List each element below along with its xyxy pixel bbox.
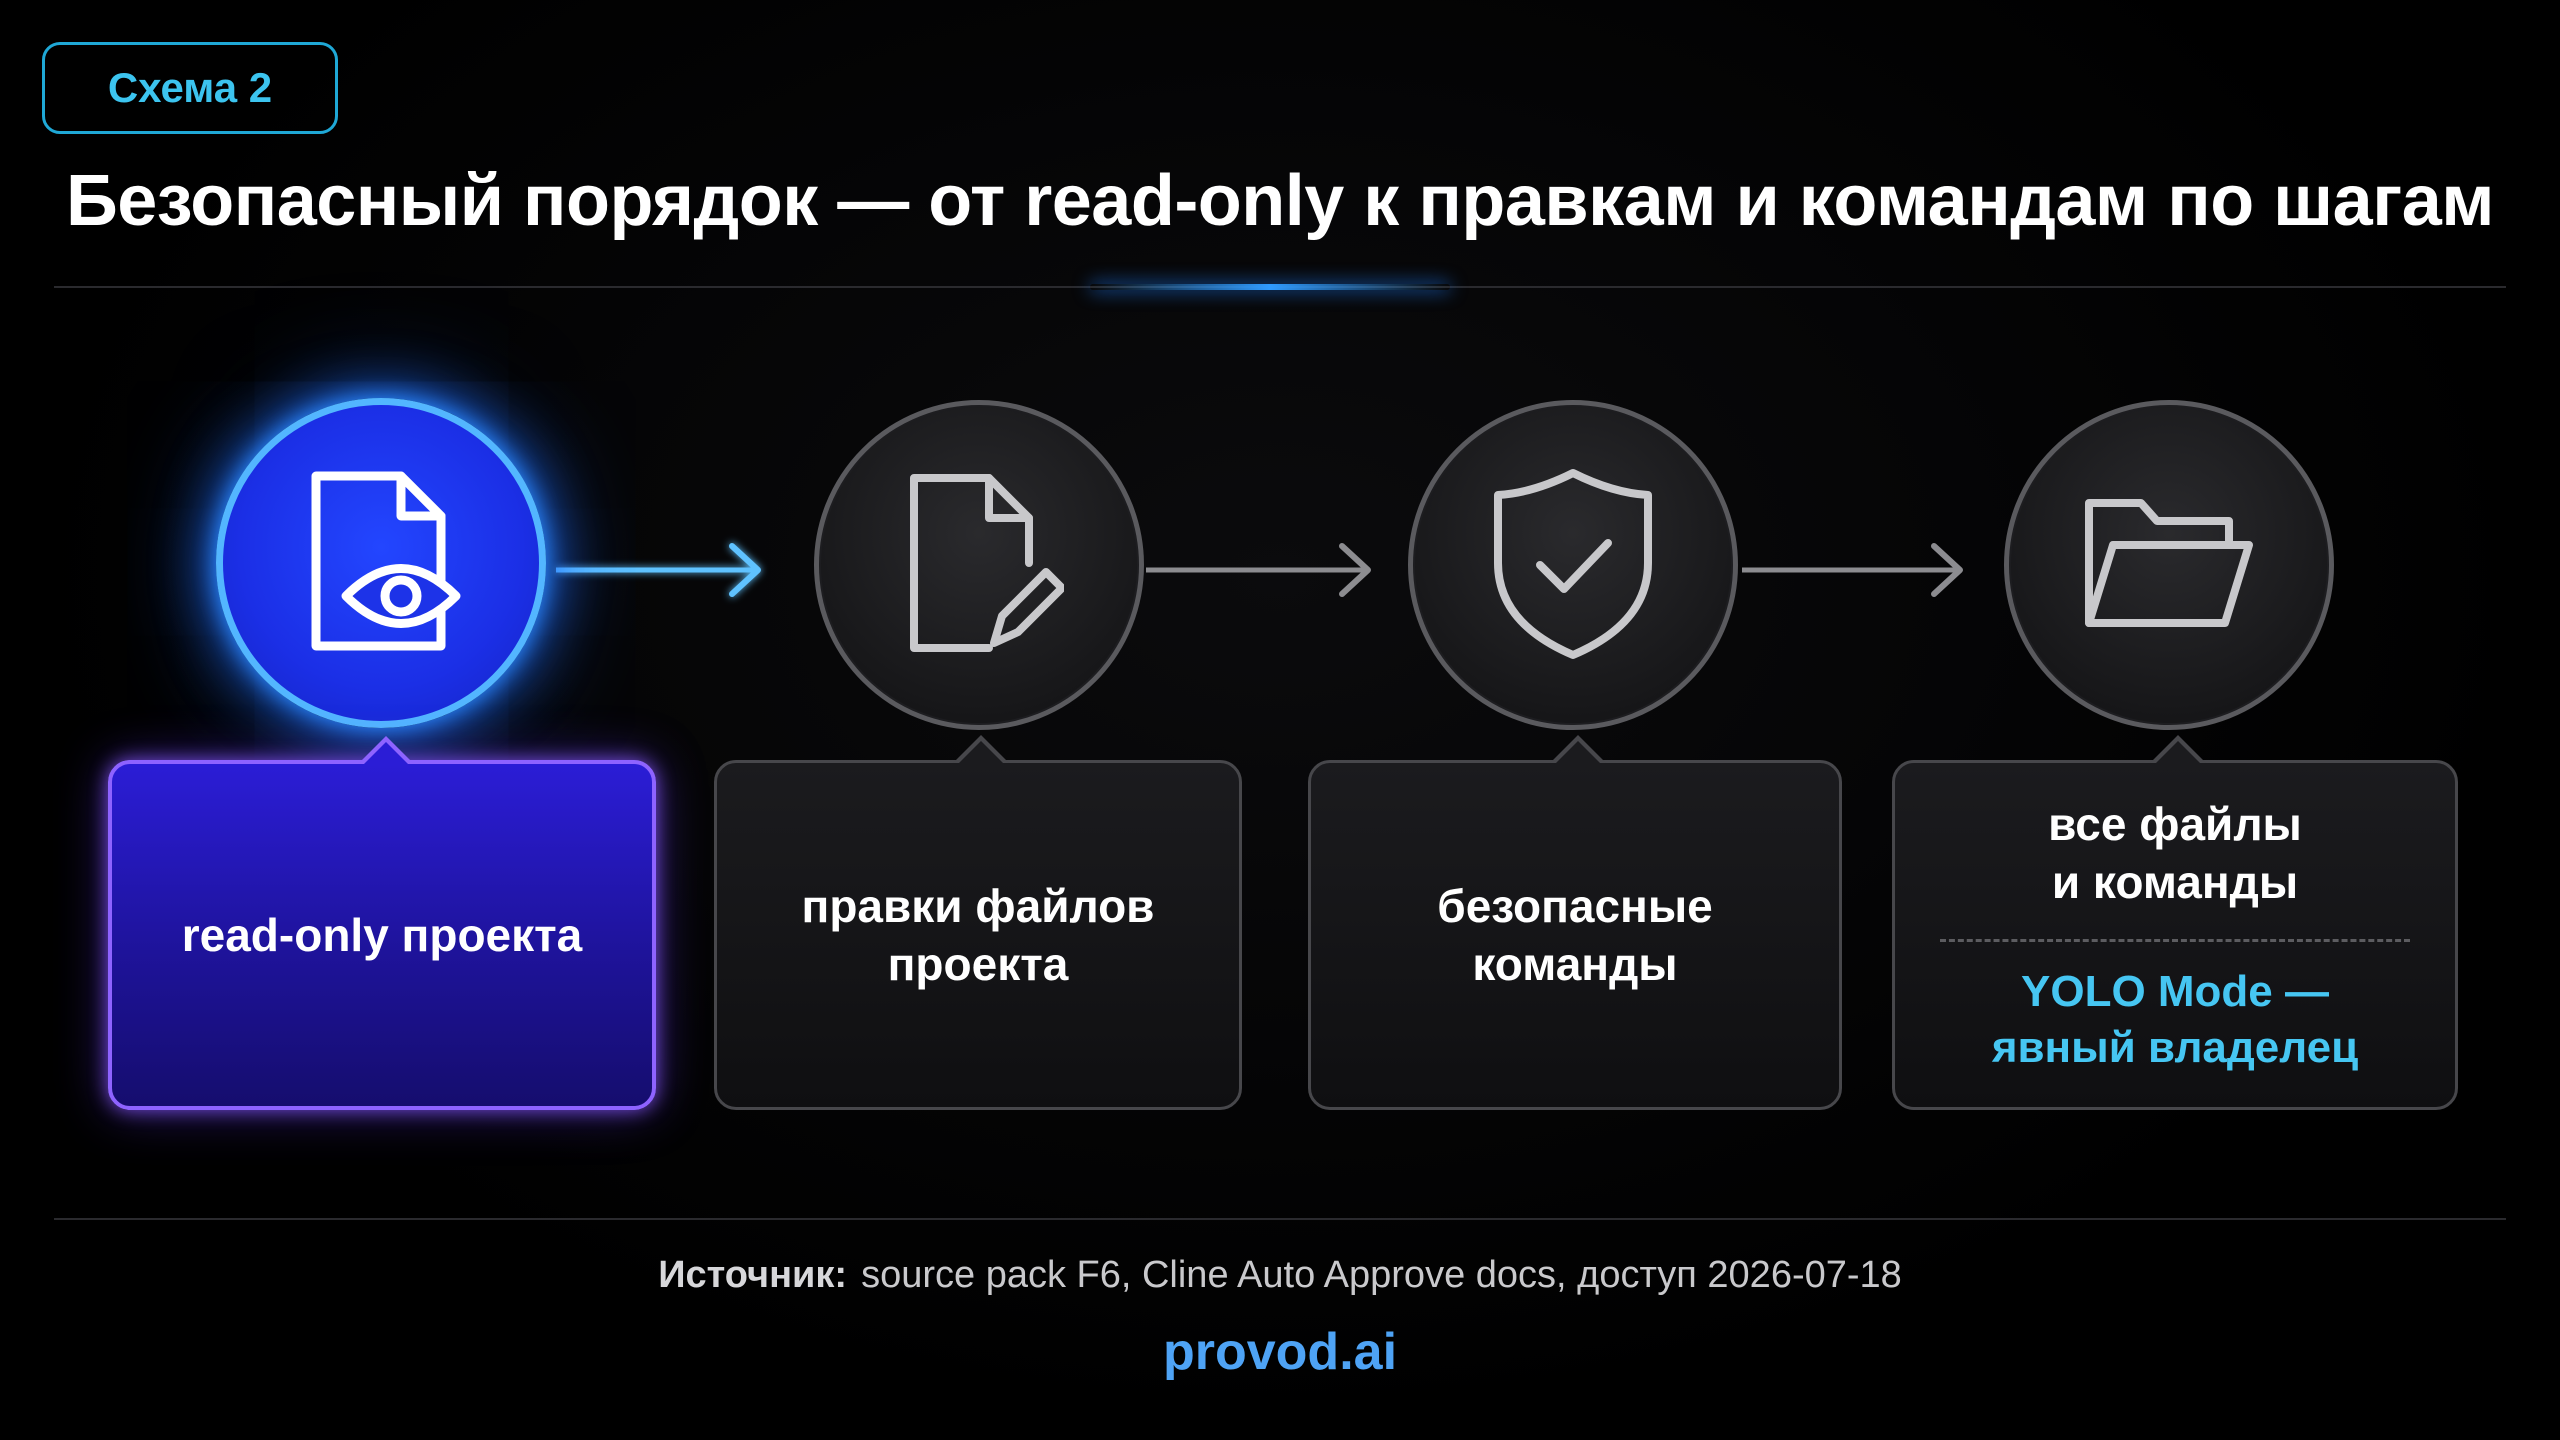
arrow-1 bbox=[556, 543, 761, 597]
step-3-circle bbox=[1408, 400, 1738, 730]
step-4-divider bbox=[1940, 938, 2410, 942]
step-1-box: read-only проекта bbox=[108, 736, 656, 1110]
folder-open-icon bbox=[2079, 483, 2259, 648]
source-text: source pack F6, Cline Auto Approve docs,… bbox=[861, 1254, 1902, 1296]
page-title: Безопасный порядок — от read-only к прав… bbox=[65, 161, 2495, 241]
step-2-circle bbox=[814, 400, 1144, 730]
brand-link[interactable]: provod.ai bbox=[1162, 1323, 1398, 1381]
step-4-label: все файлы и команды bbox=[2048, 797, 2302, 908]
step-4-box: все файлы и команды YOLO Mode — явный вл… bbox=[1892, 735, 2458, 1110]
step-1-label: read-only проекта bbox=[181, 909, 583, 961]
top-divider-glow bbox=[1090, 284, 1450, 290]
step-2-label: правки файлов проекта bbox=[801, 880, 1155, 990]
source-line: Источник: source pack F6, Cline Auto Appr… bbox=[0, 1254, 2560, 1297]
step-3-box: безопасные команды bbox=[1308, 735, 1842, 1110]
step-3-label: безопасные команды bbox=[1437, 880, 1713, 990]
step-2-box: правки файлов проекта bbox=[714, 735, 1242, 1110]
scheme-badge: Схема 2 bbox=[42, 42, 338, 134]
document-edit-icon bbox=[894, 468, 1066, 663]
shield-check-icon bbox=[1488, 463, 1658, 668]
document-eye-icon bbox=[296, 466, 466, 661]
bottom-divider bbox=[54, 1218, 2506, 1220]
source-label: Источник: bbox=[658, 1254, 848, 1296]
step-4-circle bbox=[2004, 400, 2334, 730]
step-4-note: YOLO Mode — явный владелец bbox=[1991, 966, 2359, 1072]
step-1-circle bbox=[216, 398, 546, 728]
arrow-3 bbox=[1742, 543, 1963, 597]
arrow-2 bbox=[1146, 543, 1371, 597]
